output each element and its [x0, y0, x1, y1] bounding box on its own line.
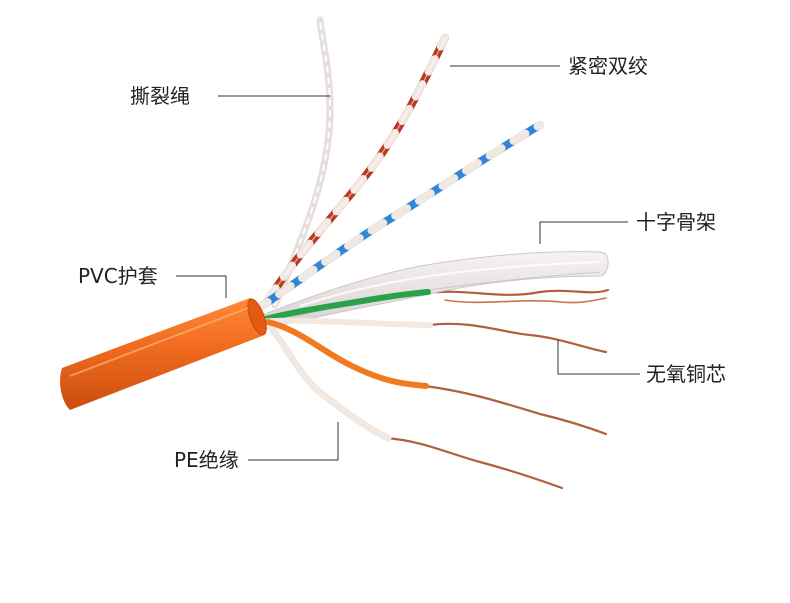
label-copper-core: 无氧铜芯	[646, 362, 726, 386]
label-cross-skeleton: 十字骨架	[636, 210, 716, 234]
white-insulated-wires	[257, 317, 433, 442]
copper-wire-3	[423, 384, 608, 436]
copper-wire-5	[444, 297, 607, 304]
orange-wire	[265, 319, 429, 389]
copper-wire-4	[383, 436, 564, 490]
pvc-jacket	[60, 298, 267, 410]
copper-wire-1	[423, 288, 610, 296]
label-pe-insulation: PE绝缘	[174, 448, 239, 472]
leader-copper-core	[557, 340, 640, 375]
label-rip-cord: 撕裂绳	[130, 84, 190, 108]
leader-cross-skeleton	[539, 221, 628, 244]
leader-pvc-jacket	[176, 275, 227, 298]
leader-pe-insulation	[248, 422, 339, 461]
green-wire	[259, 289, 431, 323]
red-white-twisted-pair	[264, 34, 449, 304]
rip-cord	[271, 16, 334, 309]
copper-wire-2	[428, 322, 608, 354]
copper-conductors	[383, 288, 610, 490]
blue-white-twisted-pair	[258, 121, 544, 310]
label-pvc-jacket: PVC护套	[78, 264, 158, 288]
leader-lines	[176, 65, 640, 461]
label-tight-twist: 紧密双绞	[568, 54, 648, 78]
